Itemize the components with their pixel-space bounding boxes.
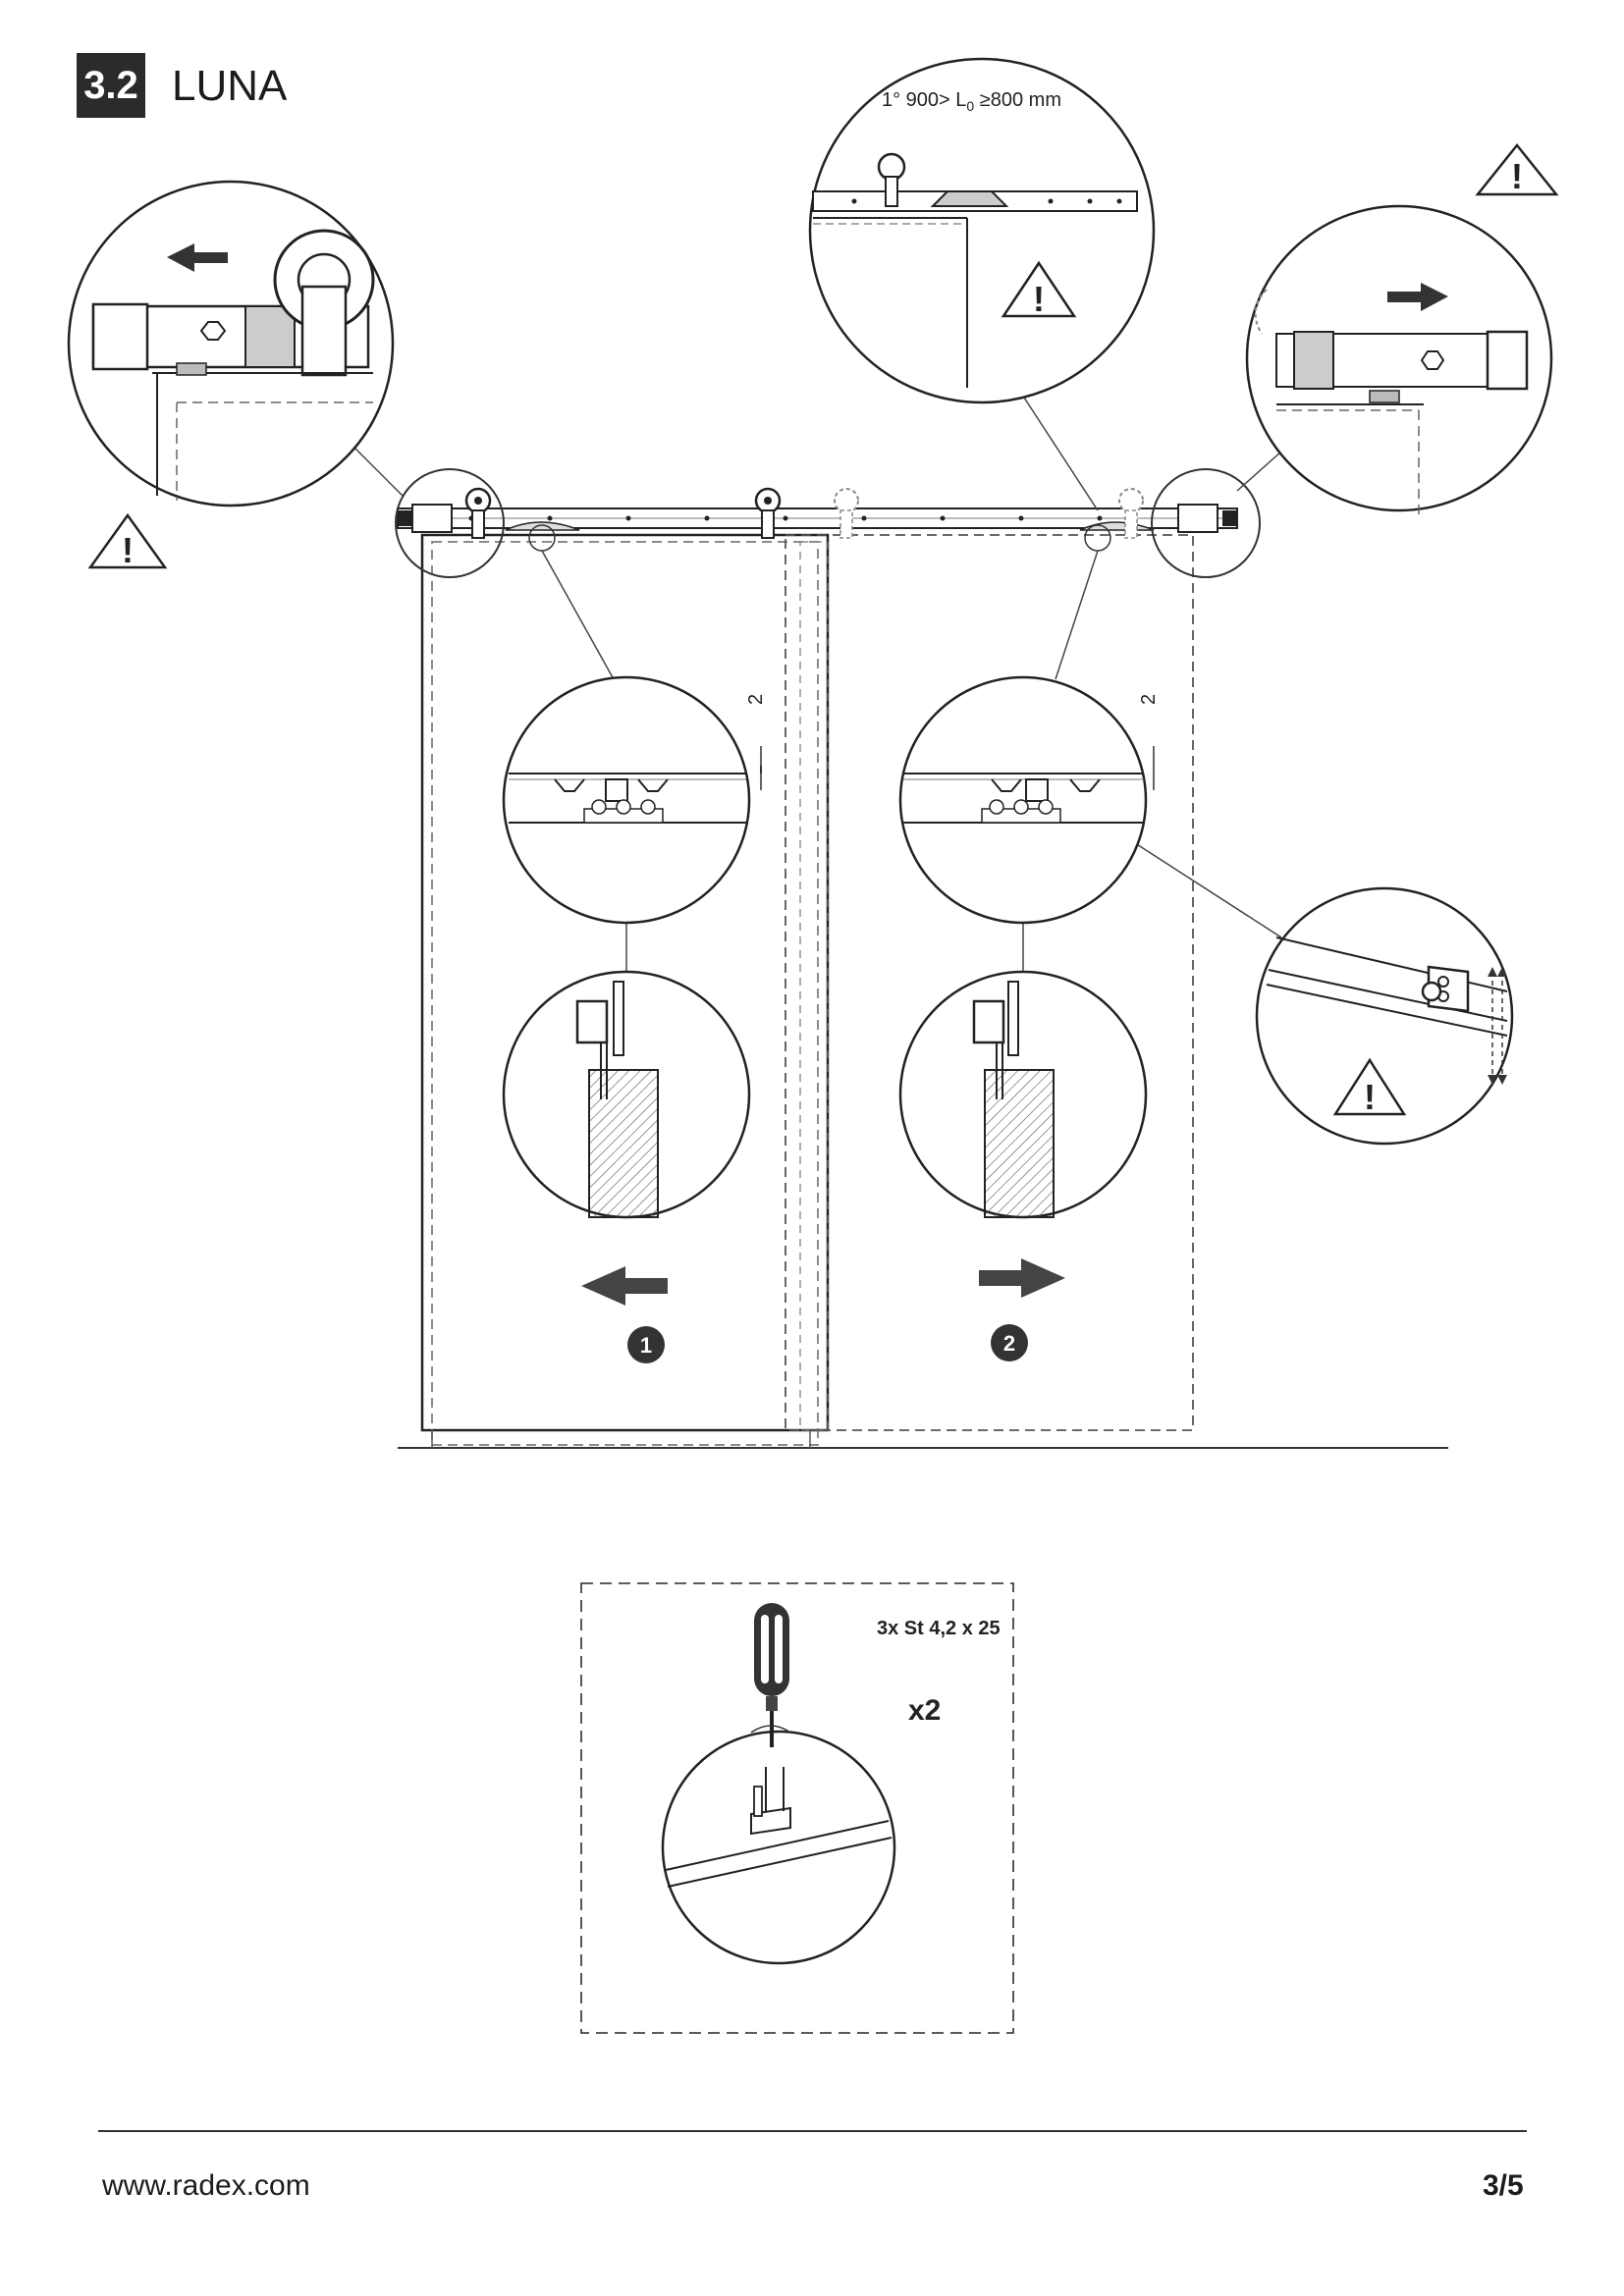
arrow-right-icon bbox=[1387, 283, 1448, 311]
warning-icon-top-right bbox=[1475, 142, 1559, 196]
roller-4-dashed bbox=[1118, 488, 1144, 539]
roller-2 bbox=[754, 487, 782, 539]
track-rail bbox=[397, 504, 1238, 533]
detail-anti-jump-bracket bbox=[1255, 886, 1514, 1146]
step-2-label: 2 bbox=[1003, 1331, 1015, 1356]
screw-quantity: x2 bbox=[908, 1694, 941, 1727]
arrow-left-icon bbox=[167, 243, 228, 272]
detail-floor-guide-right bbox=[898, 970, 1148, 1219]
detail-floor-guide-left bbox=[502, 970, 751, 1219]
right-door-dashed bbox=[785, 534, 1194, 1431]
detail-right-stopper bbox=[1245, 204, 1553, 520]
arrow-left-icon bbox=[581, 1266, 668, 1306]
footer-website: www.radex.com bbox=[102, 2169, 310, 2202]
page-number: 3/5 bbox=[1483, 2169, 1524, 2202]
step-2-marker bbox=[991, 1324, 1028, 1362]
detail-gap-left bbox=[502, 675, 762, 925]
roller-1 bbox=[464, 487, 492, 539]
screwdriver-icon bbox=[750, 1603, 791, 1747]
warning-icon-left bbox=[87, 512, 168, 569]
step-1-marker bbox=[627, 1326, 665, 1363]
arrow-right-icon bbox=[979, 1258, 1065, 1298]
warning-icon-bracket bbox=[1332, 1057, 1407, 1116]
roller-3-dashed bbox=[834, 488, 859, 539]
section-title: LUNA bbox=[172, 62, 288, 110]
gap-dimension-right: 2 bbox=[1138, 694, 1160, 705]
length-note: 1° 900> L0 ≥800 mm bbox=[882, 89, 1061, 114]
warning-mark-left: ! bbox=[122, 530, 134, 570]
section-number-badge: 3.2 bbox=[77, 53, 145, 118]
step-1-label: 1 bbox=[640, 1333, 652, 1358]
detail-gap-right bbox=[898, 675, 1155, 925]
screw-mounting-box bbox=[580, 1582, 1014, 2034]
warning-mark-top-right: ! bbox=[1511, 156, 1523, 196]
screw-spec: 3x St 4,2 x 25 bbox=[877, 1618, 1001, 1639]
warning-mark-center: ! bbox=[1033, 279, 1045, 319]
detail-left-roller bbox=[67, 180, 395, 507]
warning-icon-center bbox=[1001, 260, 1077, 318]
footer-divider bbox=[98, 2130, 1527, 2132]
warning-mark-bracket: ! bbox=[1364, 1077, 1376, 1117]
gap-dimension-left: 2 bbox=[745, 694, 767, 705]
